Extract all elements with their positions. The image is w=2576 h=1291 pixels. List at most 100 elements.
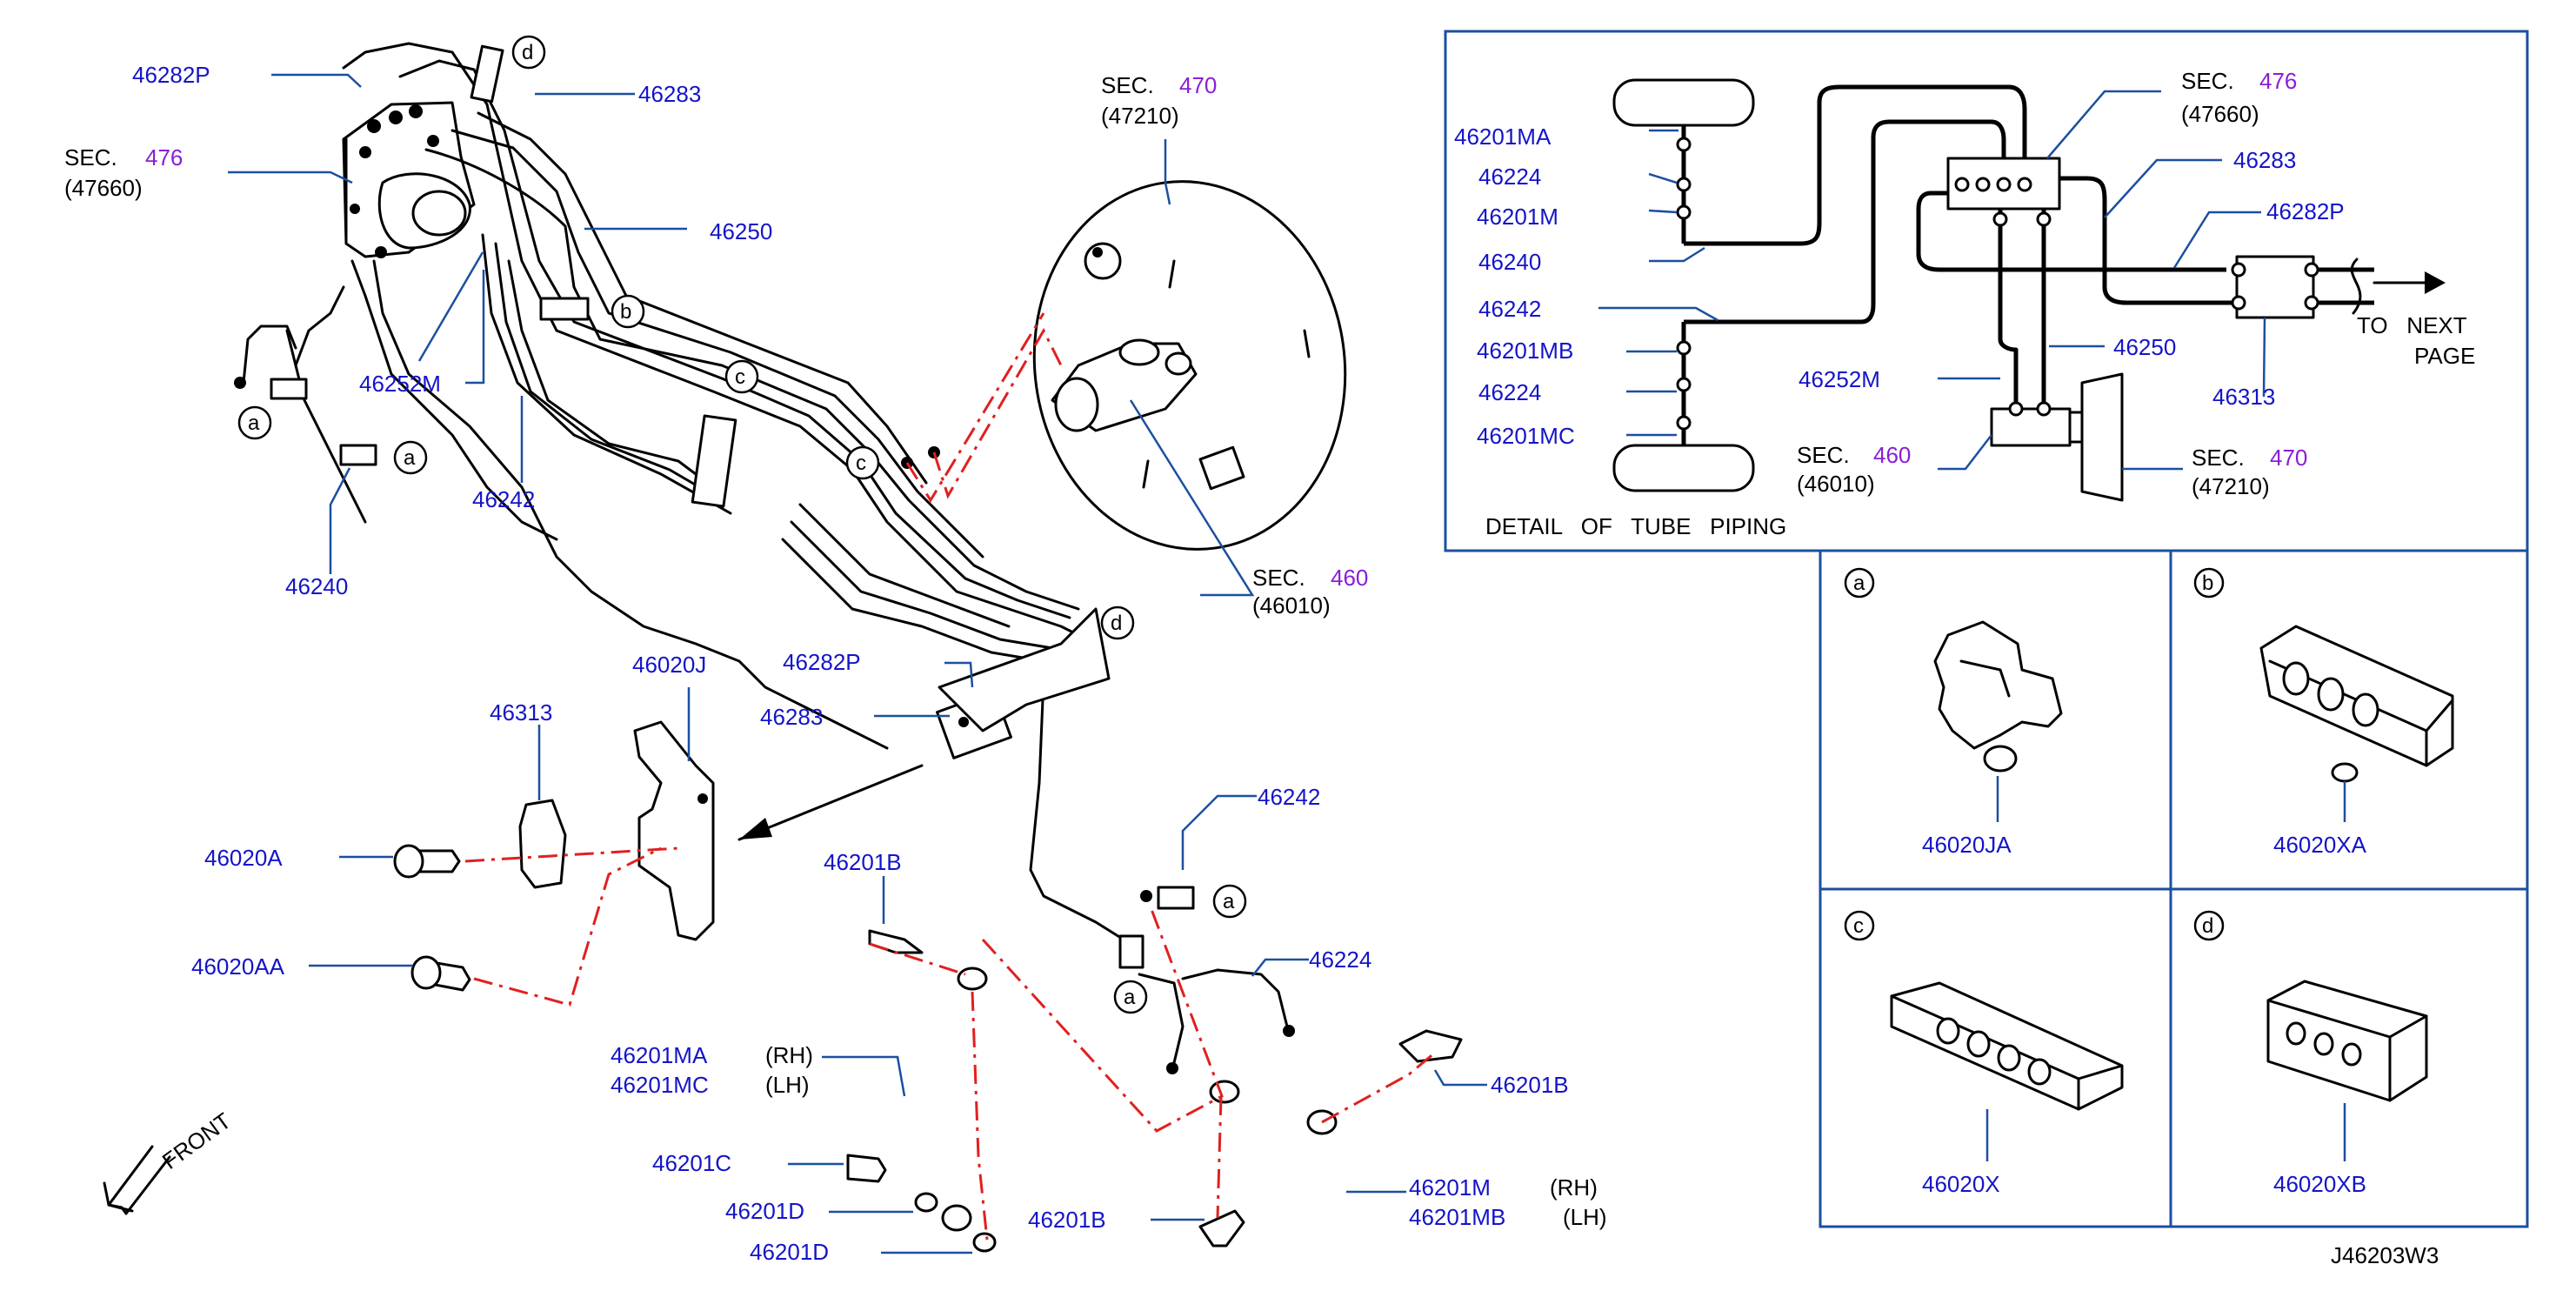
label-46224: 46224 [1309, 947, 1371, 973]
clip-46020XA-icon [2259, 625, 2454, 767]
svg-text:a: a [1223, 890, 1235, 913]
front-arrow-icon [103, 1145, 171, 1215]
label-46283-top: 46283 [638, 81, 701, 107]
arrow-right-icon [2425, 271, 2446, 294]
label-46020AA: 46020AA [191, 953, 285, 980]
label-46313: 46313 [490, 699, 552, 726]
clip-b-main [539, 297, 590, 321]
detail-label-46201MA: 46201MA [1454, 124, 1552, 150]
detail-label-46282P: 46282P [2266, 198, 2345, 224]
label-46250: 46250 [710, 218, 772, 244]
detail-label-46224-a: 46224 [1478, 164, 1541, 190]
sec470-code: (47210) [1101, 103, 1179, 129]
clip-c-main [691, 414, 737, 508]
detail-title: DETAIL OF TUBE PIPING [1485, 513, 1786, 539]
svg-text:c: c [1853, 914, 1864, 938]
clip-label-46020XB: 46020XB [2273, 1171, 2366, 1197]
centerlines [464, 312, 1436, 1241]
abs-actuator-unit [342, 101, 476, 258]
svg-text:c: c [856, 452, 866, 475]
detail-sec476-label: SEC. [2181, 68, 2234, 94]
label-46020A: 46020A [204, 845, 283, 871]
label-46282P-mid: 46282P [783, 649, 861, 675]
bracket-assembly [393, 607, 1111, 992]
svg-text:c: c [735, 365, 745, 389]
clip-a-right-1 [1157, 886, 1195, 910]
detail-label-46201MB: 46201MB [1477, 338, 1573, 364]
label-46242-right: 46242 [1258, 784, 1320, 810]
clip-46020JA-icon [1933, 620, 2063, 750]
clip-label-46020JA: 46020JA [1922, 832, 2012, 858]
sec470-label: SEC. [1101, 72, 1154, 98]
detail-label-46201M: 46201M [1477, 204, 1558, 230]
detail-sec460-code: (46010) [1797, 471, 1875, 497]
detail-sec476-code: (47660) [2181, 101, 2259, 127]
label-46252M: 46252M [359, 371, 441, 397]
sec476-code: (47660) [64, 175, 143, 201]
detail-booster [2080, 372, 2124, 502]
sec476-number: 476 [145, 144, 183, 171]
diagram-id: J46203W3 [2331, 1242, 2439, 1268]
detail-sec476-number: 476 [2259, 68, 2297, 94]
label-46242-left: 46242 [472, 486, 535, 512]
leader-lines-main [228, 73, 1487, 1254]
detail-page: PAGE [2414, 343, 2475, 369]
label-46201B-c: 46201B [1028, 1207, 1106, 1233]
svg-text:b: b [2202, 572, 2213, 595]
sec460-code: (46010) [1252, 592, 1331, 619]
master-cylinder [901, 338, 1198, 469]
label-46201MB: 46201MB [1409, 1204, 1505, 1230]
sec460-number: 460 [1331, 565, 1368, 591]
svg-text:d: d [2202, 914, 2213, 938]
svg-text:b: b [620, 300, 631, 324]
detail-sec470-label: SEC. [2192, 445, 2245, 471]
detail-label-46313: 46313 [2212, 384, 2275, 410]
clip-d-top [470, 44, 504, 104]
part-labels-main: 46282P SEC. 476 (47660) 46283 46250 4625… [64, 62, 1607, 1265]
brake-hoses [846, 929, 1463, 1253]
clip-a-right-2 [1118, 934, 1145, 969]
svg-text:a: a [1124, 986, 1136, 1009]
detail-label-46283: 46283 [2233, 147, 2296, 173]
label-46201M: 46201M [1409, 1174, 1491, 1201]
clip-detail-grid: a 46020JA b 46020XA c [1819, 549, 2529, 1228]
detail-junction-box [2235, 255, 2315, 319]
clip-a-main-2 [339, 444, 377, 466]
svg-text:a: a [1853, 572, 1865, 595]
detail-label-46242: 46242 [1478, 296, 1541, 322]
detail-tube-piping-panel: 46201MA 46224 46201M 46240 46242 46201MB… [1444, 30, 2529, 552]
clip-label-46020XA: 46020XA [2273, 832, 2367, 858]
label-46201MC: 46201MC [611, 1072, 709, 1098]
detail-sec470-code: (47210) [2192, 473, 2270, 499]
detail-master-cylinder [1990, 407, 2072, 447]
label-46201MA: 46201MA [611, 1042, 708, 1068]
clip-label-46020X: 46020X [1922, 1171, 2000, 1197]
sec470-number: 470 [1179, 72, 1217, 98]
clip-cell-a: a 46020JA [1844, 567, 2063, 858]
label-46201B-b: 46201B [1491, 1072, 1569, 1098]
label-46201D-a: 46201D [725, 1198, 804, 1224]
label-lh-a: (LH) [765, 1072, 810, 1098]
svg-text:d: d [522, 41, 533, 64]
detail-label-46250: 46250 [2113, 334, 2176, 360]
detail-sec460-number: 460 [1873, 442, 1911, 468]
label-rh-b: (RH) [1550, 1174, 1598, 1201]
label-46282P-top: 46282P [132, 62, 210, 88]
clip-cell-d: d 46020XB [2193, 910, 2428, 1197]
detail-label-46240: 46240 [1478, 249, 1541, 275]
sec460-label: SEC. [1252, 565, 1305, 591]
callouts-main: d b c c a a d a a [237, 35, 1247, 1014]
detail-to-next: TO NEXT [2357, 312, 2467, 338]
clip-cell-c: c 46020X [1844, 910, 2124, 1197]
wheel-front-icon [1612, 78, 1755, 127]
svg-text:a: a [404, 446, 416, 470]
svg-text:a: a [248, 411, 260, 435]
detail-label-46224-b: 46224 [1478, 379, 1541, 405]
label-46283-mid: 46283 [760, 704, 823, 730]
sec476-label: SEC. [64, 144, 117, 171]
label-46201D-b: 46201D [750, 1239, 829, 1265]
label-rh-a: (RH) [765, 1042, 813, 1068]
label-lh-b: (LH) [1563, 1204, 1607, 1230]
main-exploded-view: FRONT [64, 35, 1607, 1265]
